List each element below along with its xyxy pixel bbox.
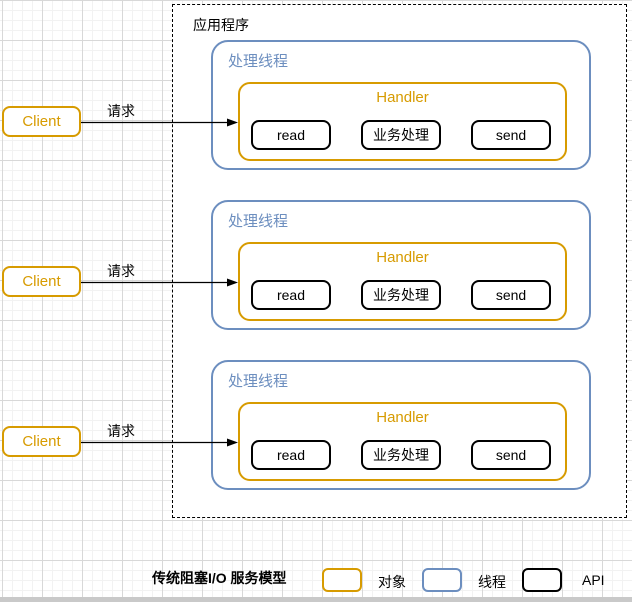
handler-label: Handler [376,89,429,106]
request-label: 请求 [107,103,135,119]
handler-box-1[interactable]: Handler read 业务处理 send [238,82,567,161]
application-container[interactable]: 应用程序 处理线程 Handler read 业务处理 send 处理线程 Ha… [172,4,627,518]
handler-box-3[interactable]: Handler read 业务处理 send [238,402,567,481]
step-send[interactable]: send [471,440,551,470]
handler-box-2[interactable]: Handler read 业务处理 send [238,242,567,321]
handler-label: Handler [376,409,429,426]
thread-box-2[interactable]: 处理线程 Handler read 业务处理 send [211,200,591,330]
arrowhead [227,438,238,447]
step-read[interactable]: read [251,440,331,470]
legend-label-thread: 线程 [478,574,506,590]
legend-label-object: 对象 [378,574,406,590]
request-arrow[interactable] [81,437,238,448]
step-business[interactable]: 业务处理 [361,120,441,150]
client-box-2[interactable]: Client [2,266,81,297]
request-label: 请求 [107,263,135,279]
request-arrow[interactable] [81,277,238,288]
request-label: 请求 [107,423,135,439]
client-box-1[interactable]: Client [2,106,81,137]
legend-label-api: API [582,572,605,588]
step-business[interactable]: 业务处理 [361,440,441,470]
thread-label: 处理线程 [228,373,289,390]
handler-label: Handler [376,249,429,266]
legend-swatch-api[interactable] [522,568,562,592]
application-label: 应用程序 [193,17,249,33]
arrowhead [227,278,238,287]
step-read[interactable]: read [251,120,331,150]
legend-title: 传统阻塞I/O 服务模型 [152,570,287,586]
request-arrow[interactable] [81,117,238,128]
thread-box-1[interactable]: 处理线程 Handler read 业务处理 send [211,40,591,170]
step-business[interactable]: 业务处理 [361,280,441,310]
arrowhead [227,118,238,127]
thread-label: 处理线程 [228,53,289,70]
thread-box-3[interactable]: 处理线程 Handler read 业务处理 send [211,360,591,490]
client-box-3[interactable]: Client [2,426,81,457]
canvas-bottom-edge [0,597,632,602]
thread-label: 处理线程 [228,213,289,230]
step-send[interactable]: send [471,280,551,310]
legend-swatch-thread[interactable] [422,568,462,592]
legend-swatch-object[interactable] [322,568,362,592]
step-read[interactable]: read [251,280,331,310]
step-send[interactable]: send [471,120,551,150]
